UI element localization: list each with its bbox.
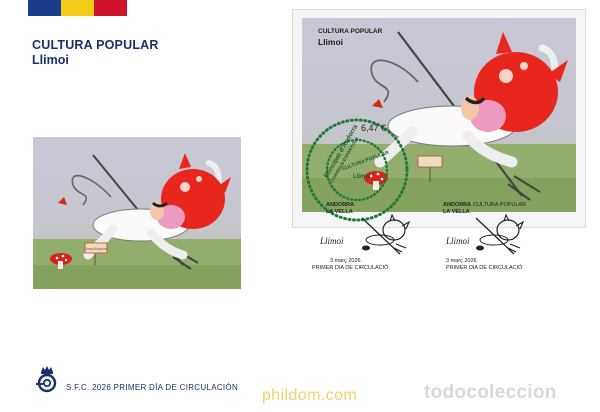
postmark2-name: Llimoi [446, 236, 470, 246]
postmark2-drawing [475, 214, 525, 255]
andorra-flag [28, 0, 127, 16]
footer-text: S.F.C. 2026 PRIMER DÍA DE CIRCULACIÓN [66, 383, 239, 392]
postmark2-caption: PRIMER DIA DE CIRCULACIÓ [446, 265, 523, 271]
page-title: CULTURA POPULAR [32, 38, 159, 52]
postmark2-date: 3 març 2026 [446, 258, 477, 264]
sheet-title: CULTURA POPULAR [318, 28, 383, 35]
sign-text-left: Llimoi Aramunt [84, 247, 107, 251]
postmark1-caption: PRIMER DIA DE CIRCULACIÓ [312, 265, 389, 271]
postmark2-place2: LA VELLA [443, 209, 470, 215]
flag-stripe-yellow [61, 0, 94, 16]
souvenir-sheet: CULTURA POPULAR Llimoi Principat d'Andor… [293, 10, 585, 227]
page-subtitle: Llimoi [32, 53, 69, 67]
flag-stripe-blue [28, 0, 61, 16]
cancellation-stamp [305, 118, 409, 222]
postmark2-place1: ANDORRA [443, 202, 472, 208]
postmark1-place2: LA VELLA [326, 209, 353, 215]
stamp-value: 6,47 € [361, 123, 387, 133]
flag-stripe-red [94, 0, 127, 16]
postmark1-date: 3 març 2026 [330, 258, 361, 264]
postmark1-name: Llimoi [320, 236, 344, 246]
postmark1-place1: ANDORRA [326, 202, 355, 208]
stamp-illustration-sheet [302, 18, 576, 212]
postmark1-drawing [361, 214, 411, 255]
sheet-subtitle: Llimoi [318, 37, 344, 47]
watermark-phildom: phildom.com [262, 387, 358, 404]
posthorn-crown-icon [36, 366, 57, 393]
cancel-line4: Llimoi [353, 174, 371, 180]
stamp-illustration-left: Llimoi Aramunt [33, 137, 241, 289]
watermark-todocoleccion: todocoleccion [424, 382, 557, 403]
postmark2-header: CULTURA POPULAR [473, 202, 527, 208]
